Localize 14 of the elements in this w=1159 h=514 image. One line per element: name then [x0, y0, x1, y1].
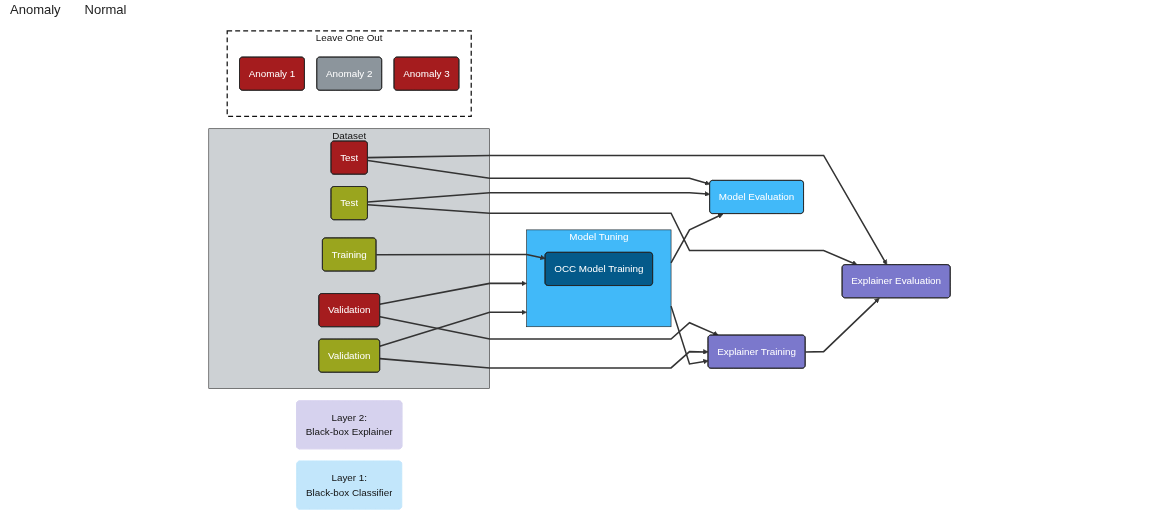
arrow	[670, 213, 724, 264]
arrow	[379, 315, 719, 340]
side-label: Anomaly	[10, 2, 61, 19]
arrow	[378, 309, 527, 347]
arrow	[670, 305, 709, 365]
arrow	[379, 349, 709, 369]
arrow	[375, 253, 546, 261]
arrow	[367, 159, 711, 186]
arrow	[367, 191, 711, 203]
arrow	[378, 280, 527, 306]
arrow	[367, 154, 888, 266]
arrow	[367, 204, 858, 266]
arrow	[804, 297, 880, 353]
side-label: Normal	[84, 2, 127, 19]
